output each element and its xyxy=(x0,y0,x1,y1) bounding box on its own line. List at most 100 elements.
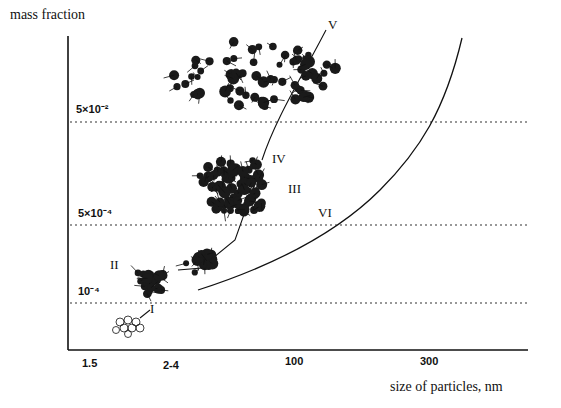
leader-lines xyxy=(140,30,462,318)
particle-tail xyxy=(137,278,148,280)
axis-title: size of particles, nm xyxy=(390,380,503,394)
particle-tail xyxy=(300,64,306,66)
particle-tail xyxy=(189,95,194,102)
particle-tail xyxy=(238,209,245,211)
particle-tail xyxy=(245,87,247,95)
particle-tail xyxy=(280,56,286,65)
axes xyxy=(68,36,528,350)
tick-label: 2-4 xyxy=(163,360,179,371)
axis-title: mass fraction xyxy=(10,8,85,22)
particle-tail xyxy=(262,182,270,184)
particle xyxy=(191,56,200,65)
particle-tail xyxy=(195,268,200,272)
particle-tail xyxy=(169,87,177,91)
particle-tail xyxy=(205,173,208,182)
particle-tail xyxy=(192,175,200,176)
particle-tail xyxy=(228,211,231,219)
curve-vi xyxy=(198,38,462,290)
particle-tail xyxy=(242,184,244,190)
particle-tail xyxy=(150,271,160,276)
particle-tail xyxy=(298,47,303,50)
particle-tail xyxy=(252,97,255,102)
particle xyxy=(293,46,302,55)
particle-tail xyxy=(230,204,237,206)
particle-tail xyxy=(293,62,294,68)
callout-number: IV xyxy=(272,152,286,165)
particle-tail xyxy=(199,59,209,62)
particle-tail xyxy=(233,166,239,170)
particle-tail xyxy=(335,59,336,68)
particle-tail xyxy=(245,161,253,163)
particle-tail xyxy=(313,83,323,87)
particle-tail xyxy=(290,76,295,86)
particle-tail xyxy=(230,42,234,49)
tick-label: 100 xyxy=(285,356,303,367)
callout-number: I xyxy=(150,302,154,315)
particle-tail xyxy=(261,203,263,212)
tick-label: 5×10⁻² xyxy=(76,104,108,115)
particle-tail xyxy=(225,95,230,101)
particle-tail xyxy=(230,155,232,163)
particle-tail xyxy=(327,65,333,69)
particle-clusters xyxy=(131,37,341,301)
particle-tail xyxy=(293,69,301,70)
particle-tail xyxy=(234,57,242,59)
particle-tail xyxy=(207,253,213,255)
particle-tail xyxy=(164,75,175,78)
particle-tail xyxy=(225,75,234,78)
particle-tail xyxy=(196,60,201,63)
particle-tail xyxy=(227,61,236,66)
particle-tail xyxy=(236,73,241,80)
particle xyxy=(227,164,239,176)
particle-tail xyxy=(215,196,220,202)
particle xyxy=(300,59,311,70)
particle-tail xyxy=(176,263,186,266)
particle-tail xyxy=(225,83,229,91)
particle-tail xyxy=(147,294,151,302)
particle-tail xyxy=(221,155,223,161)
particle-tail xyxy=(249,201,257,202)
particle-tail xyxy=(246,45,252,50)
particle xyxy=(199,177,209,187)
particle-tail xyxy=(256,76,263,80)
particle-tail xyxy=(241,161,243,171)
particle-tail xyxy=(290,91,296,100)
particle-tail xyxy=(303,96,310,98)
particle-tail xyxy=(131,266,138,273)
particle-tail xyxy=(211,186,219,192)
particle xyxy=(239,185,249,195)
grid-lines xyxy=(70,122,528,303)
particle-tail xyxy=(321,67,324,73)
particle xyxy=(291,81,300,90)
particle-tail xyxy=(201,254,206,261)
particle-tail xyxy=(185,80,194,84)
particle-tail xyxy=(267,43,273,46)
particle-tail xyxy=(282,77,291,82)
tick-label: 10⁻⁴ xyxy=(78,286,100,297)
particle xyxy=(223,57,231,65)
particle-tail xyxy=(272,80,274,86)
tick-label: 300 xyxy=(420,356,438,367)
callout-number: II xyxy=(110,258,119,271)
particle xyxy=(250,93,259,102)
callout-number: III xyxy=(288,182,301,195)
tick-label: 5×10⁻⁴ xyxy=(78,208,112,219)
particle-tail xyxy=(218,185,225,193)
particle-tail xyxy=(229,182,231,188)
particle-tail xyxy=(267,71,271,79)
particle xyxy=(269,43,277,51)
particle-tail xyxy=(251,206,259,212)
particle-tail xyxy=(223,165,224,175)
particle-tail xyxy=(274,99,285,100)
particle-tail xyxy=(259,47,260,55)
particle-tail xyxy=(300,76,306,78)
callout-number: VI xyxy=(318,206,332,219)
particle-tail xyxy=(264,100,272,103)
particle-tail xyxy=(134,285,145,287)
particle-tail xyxy=(193,73,198,77)
particle-tail xyxy=(187,66,195,73)
particle-tail xyxy=(317,73,321,79)
callout-number: V xyxy=(328,18,337,31)
particle-tail xyxy=(213,175,214,181)
